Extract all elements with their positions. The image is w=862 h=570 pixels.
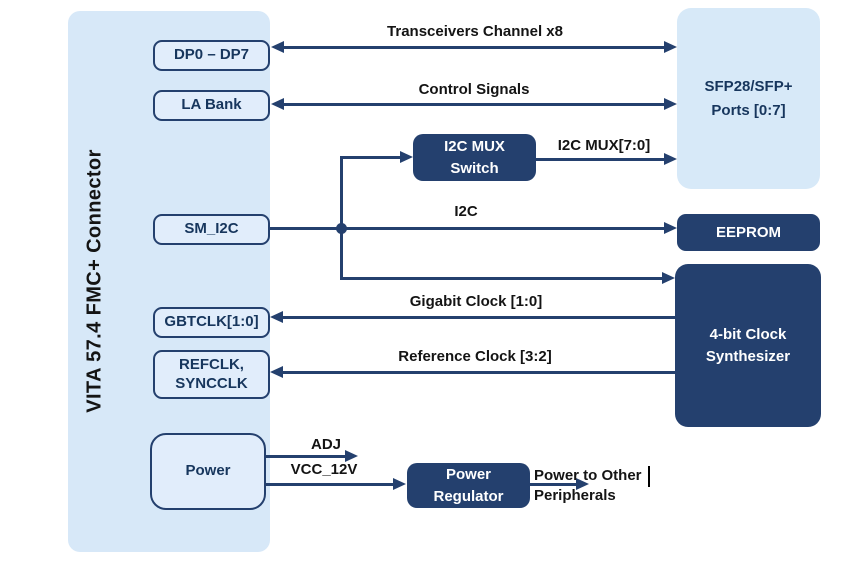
sfp-ports-box: SFP28/SFP+ Ports [0:7] bbox=[677, 8, 820, 189]
label-gigabit-clock: Gigabit Clock [1:0] bbox=[409, 293, 543, 310]
port-refclk-syncclk: REFCLK, SYNCCLK bbox=[153, 350, 270, 399]
label-i2c: I2C bbox=[454, 203, 478, 220]
port-gbtclk: GBTCLK[1:0] bbox=[153, 307, 270, 338]
arrowhead-transceivers-right bbox=[664, 41, 677, 53]
clock-synthesizer-box: 4-bit Clock Synthesizer bbox=[675, 264, 821, 427]
edge-gigabit-clock-line bbox=[283, 316, 675, 319]
edge-vcc-line bbox=[266, 483, 394, 486]
arrowhead-control-left bbox=[271, 98, 284, 110]
arrowhead-control-right bbox=[664, 98, 677, 110]
port-sm-i2c: SM_I2C bbox=[153, 214, 270, 245]
port-la-bank: LA Bank bbox=[153, 90, 270, 121]
arrowhead-reference-clock bbox=[270, 366, 283, 378]
edge-i2c-to-clock-line bbox=[340, 277, 663, 280]
label-transceivers: Transceivers Channel x8 bbox=[387, 23, 563, 40]
junction-dot bbox=[336, 223, 347, 234]
arrowhead-i2c-clock bbox=[662, 272, 675, 284]
label-adj: ADJ bbox=[310, 436, 342, 453]
edge-i2c-branch-vertical bbox=[340, 156, 343, 279]
label-control-signals: Control Signals bbox=[418, 81, 530, 98]
fmc-connector-label: VITA 57.4 FMC+ Connector bbox=[83, 149, 106, 413]
label-i2c-mux-bus: I2C MUX[7:0] bbox=[557, 137, 651, 154]
arrowhead-transceivers-left bbox=[271, 41, 284, 53]
port-dp0-dp7: DP0 – DP7 bbox=[153, 40, 270, 71]
label-vcc-12v: VCC_12V bbox=[290, 461, 358, 478]
arrowhead-vcc bbox=[393, 478, 406, 490]
text-cursor-artifact bbox=[648, 466, 650, 487]
arrowhead-i2c-eeprom bbox=[664, 222, 677, 234]
edge-reference-clock-line bbox=[283, 371, 675, 374]
arrowhead-i2c-mux-bus bbox=[664, 153, 677, 165]
power-regulator-box: Power Regulator bbox=[407, 463, 530, 508]
arrowhead-power-out bbox=[576, 478, 589, 490]
edge-transceivers-line bbox=[280, 46, 666, 49]
edge-i2c-to-mux-line bbox=[340, 156, 401, 159]
arrowhead-i2c-mux bbox=[400, 151, 413, 163]
arrowhead-gigabit-clock bbox=[270, 311, 283, 323]
eeprom-box: EEPROM bbox=[677, 214, 820, 251]
label-reference-clock: Reference Clock [3:2] bbox=[398, 348, 552, 365]
i2c-mux-switch-box: I2C MUX Switch bbox=[413, 134, 536, 181]
port-power: Power bbox=[150, 433, 266, 510]
edge-control-line bbox=[280, 103, 666, 106]
arrowhead-adj bbox=[345, 450, 358, 462]
label-power-out: Power to Other Peripherals bbox=[534, 467, 642, 504]
edge-power-out-line bbox=[530, 483, 577, 486]
edge-i2c-line bbox=[270, 227, 665, 230]
edge-adj-line bbox=[266, 455, 346, 458]
edge-i2c-mux-bus-line bbox=[536, 158, 665, 161]
